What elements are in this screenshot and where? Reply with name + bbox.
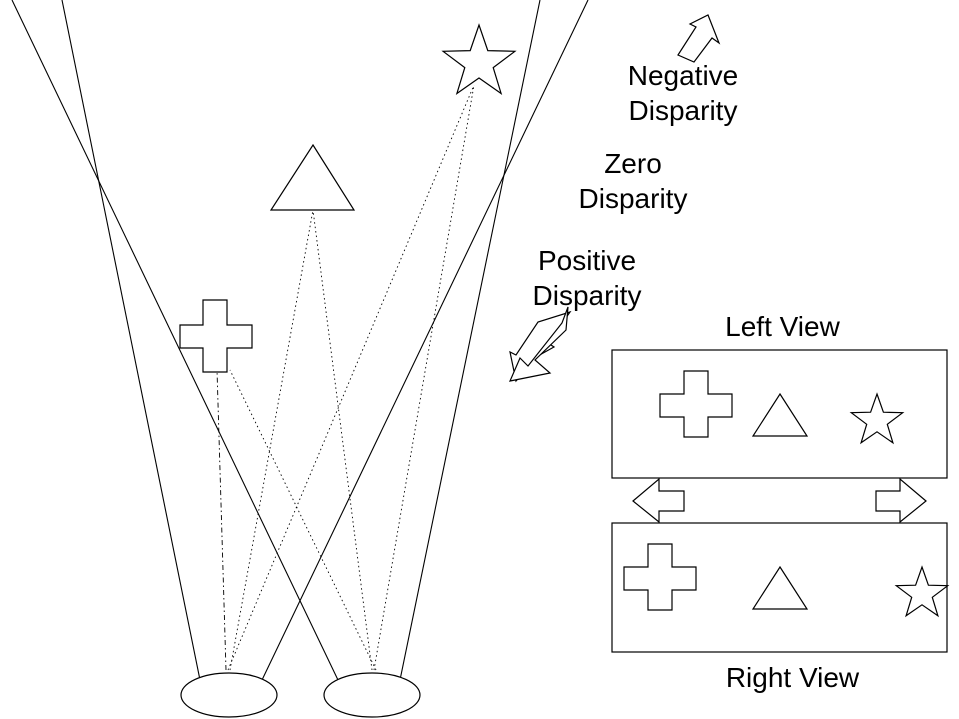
sight-left-eye-cross: [216, 369, 227, 671]
triangle-icon: [269, 143, 356, 211]
star-icon: [441, 23, 517, 95]
arrow-positive-icon: [508, 306, 572, 383]
left-shift-arrow-icon: [632, 477, 685, 524]
left-view-star-icon: [849, 392, 905, 445]
sight-left-eye-triangle: [229, 209, 314, 671]
sight-right-eye-cross: [229, 369, 377, 671]
sight-right-eye-star: [373, 84, 475, 671]
right-view-triangle-icon: [751, 565, 809, 610]
sight-lines: [216, 84, 475, 671]
left-view-cross-icon: [659, 370, 733, 438]
right-view-star-icon: [894, 565, 950, 618]
right-eye-right-boundary: [399, 0, 541, 681]
field-of-view-lines: [11, 0, 589, 681]
left-eye-left-boundary: [61, 0, 201, 681]
sight-right-eye-triangle: [312, 209, 373, 671]
right-eye-icon: [323, 672, 421, 718]
left-eye-icon: [180, 672, 278, 718]
right-view-label: Right View: [725, 662, 860, 693]
right-shift-arrow-icon: [875, 477, 927, 524]
left-view-label: Left View: [725, 311, 840, 342]
zero-disparity-label: Zero Disparity: [578, 148, 688, 214]
right-eye-left-boundary: [11, 0, 339, 681]
left-view-triangle-icon: [751, 392, 809, 437]
sight-left-eye-star: [227, 84, 475, 671]
arrow-negative-icon: [677, 14, 721, 63]
positive-disparity-label: Positive Disparity: [532, 245, 642, 311]
cross-icon: [179, 299, 253, 373]
negative-disparity-label: Negative Disparity: [627, 60, 739, 126]
left-eye-right-boundary: [261, 0, 589, 681]
right-view-cross-icon: [623, 543, 697, 611]
